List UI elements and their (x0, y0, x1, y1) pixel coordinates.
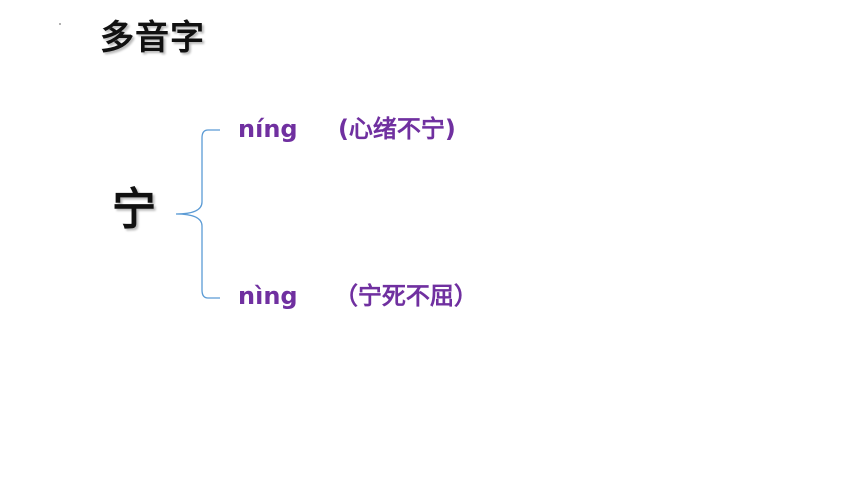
reading-row-1: níng (心绪不宁) (238, 115, 456, 144)
reading-pinyin: nìng (238, 282, 298, 310)
page-title: 多音字 (100, 18, 205, 58)
reading-pinyin: níng (238, 115, 298, 143)
curly-brace-icon (175, 129, 220, 299)
decorative-dot (59, 23, 61, 25)
brace-path (175, 129, 220, 299)
reading-example: （宁死不屈） (333, 282, 478, 310)
main-character: 宁 (112, 184, 156, 235)
reading-row-2: nìng （宁死不屈） (238, 282, 478, 311)
reading-example: (心绪不宁) (337, 115, 456, 143)
